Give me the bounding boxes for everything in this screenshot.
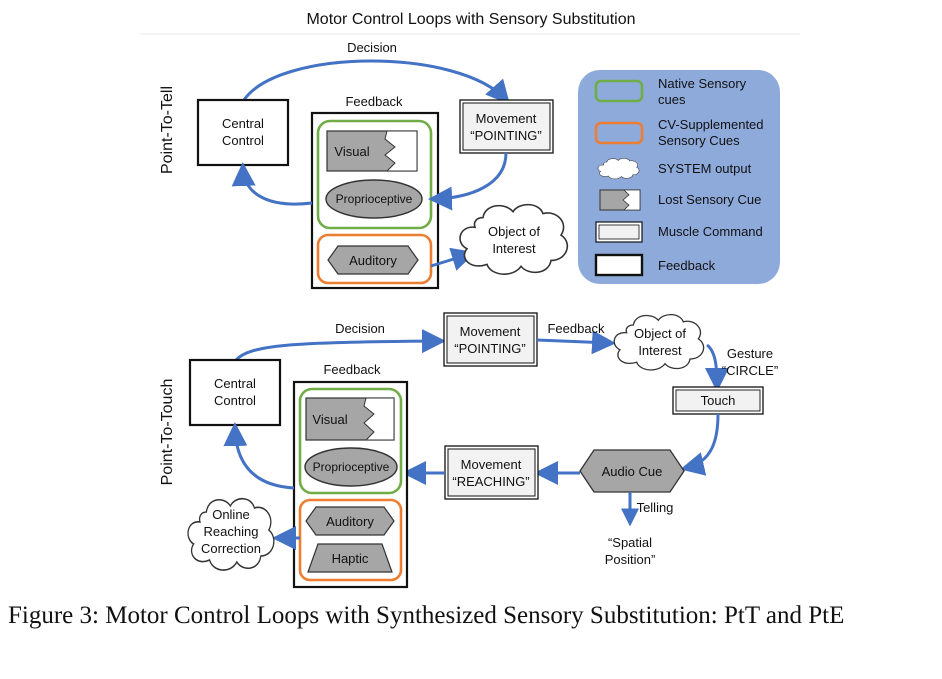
ptouch-touch-box-inner bbox=[675, 389, 761, 412]
ptouch-visual-tear bbox=[363, 397, 395, 441]
legend-lost-tear bbox=[622, 189, 641, 211]
ptt-feedback-label: Feedback bbox=[345, 94, 403, 109]
ptouch-feedback-label: Feedback bbox=[323, 362, 381, 377]
ptt-object-line2: Interest bbox=[492, 241, 536, 256]
ptt-movement-line1: Movement bbox=[476, 111, 537, 126]
section-label-point-to-tell: Point-To-Tell bbox=[159, 86, 176, 174]
ptt-native-cues-group bbox=[316, 119, 433, 230]
ptt-proprioceptive-label: Proprioceptive bbox=[336, 192, 413, 206]
legend-muscle-swatch-inner bbox=[598, 224, 640, 240]
ptouch-decision-arrow bbox=[234, 329, 446, 362]
ptouch-movement-pointing-line2: “POINTING” bbox=[454, 341, 526, 356]
ptouch-cv-cues-group bbox=[298, 498, 403, 582]
legend-native-line1: Native Sensory bbox=[658, 76, 747, 91]
ptt-cv-cues-group bbox=[316, 233, 433, 285]
ptouch-movement-reaching-line2: “REACHING” bbox=[452, 474, 529, 489]
ptouch-movement-reaching-line1: Movement bbox=[461, 457, 522, 472]
ptouch-haptic bbox=[307, 543, 393, 573]
ptt-movement-pointing-inner bbox=[462, 102, 551, 151]
ptt-auditory-label: Auditory bbox=[349, 253, 397, 268]
ptouch-spatial-line1: “Spatial bbox=[608, 535, 652, 550]
ptouch-gesture-line1: Gesture bbox=[727, 346, 773, 361]
ptouch-gesture-line2: “CIRCLE” bbox=[722, 363, 778, 378]
motor-control-diagram: Motor Control Loops with Sensory Substit… bbox=[140, 11, 800, 589]
ptouch-online-line2: Reaching bbox=[204, 524, 259, 539]
ptt-visual-tear bbox=[384, 130, 418, 172]
ptouch-spatial-line2: Position” bbox=[605, 552, 656, 567]
ptt-auditory bbox=[327, 245, 419, 275]
legend-system-label: SYSTEM output bbox=[658, 161, 752, 176]
ptouch-telling-label: Telling bbox=[637, 500, 674, 515]
ptouch-native-cues-group bbox=[298, 387, 403, 495]
legend-cv-line2: Sensory Cues bbox=[658, 133, 740, 148]
ptt-movement-to-feedback-arrow bbox=[428, 152, 508, 211]
ptt-central-control bbox=[196, 98, 290, 167]
ptt-proprioceptive bbox=[325, 179, 423, 219]
ptouch-pointing-to-object-arrow bbox=[536, 330, 616, 355]
ptouch-visual-label: Visual bbox=[312, 412, 347, 427]
ptouch-central-control bbox=[188, 358, 282, 427]
ptouch-movement-pointing-inner bbox=[446, 315, 535, 364]
ptouch-online-line1: Online bbox=[212, 507, 250, 522]
ptouch-movement-pointing-line1: Movement bbox=[460, 324, 521, 339]
ptouch-movement-reaching-inner bbox=[447, 448, 536, 497]
legend-feedback-swatch bbox=[594, 253, 644, 277]
figure-caption: Figure 3: Motor Control Loops with Synth… bbox=[8, 602, 845, 629]
ptouch-central-control-line2: Control bbox=[214, 393, 256, 408]
ptt-decision-label: Decision bbox=[347, 40, 397, 55]
ptouch-feedback-to-control-arrow bbox=[223, 422, 295, 490]
legend-cv-line1: CV-Supplemented bbox=[658, 117, 764, 132]
ptouch-object-line1: Object of bbox=[634, 326, 686, 341]
ptt-central-control-line1: Central bbox=[222, 116, 264, 131]
section-label-point-to-touch: Point-To-Touch bbox=[159, 379, 176, 486]
ptouch-proprioceptive bbox=[304, 447, 398, 487]
ptouch-touch-label: Touch bbox=[701, 393, 736, 408]
legend-muscle-label: Muscle Command bbox=[658, 224, 763, 239]
ptt-visual-label: Visual bbox=[334, 144, 369, 159]
ptouch-audio-cue bbox=[579, 449, 685, 493]
ptt-decision-arrow bbox=[242, 59, 510, 105]
ptt-object-of-interest-cloud bbox=[459, 203, 569, 275]
ptt-central-control-line2: Control bbox=[222, 133, 264, 148]
ptouch-proprioceptive-label: Proprioceptive bbox=[313, 460, 390, 474]
ptouch-auditory bbox=[305, 506, 395, 536]
legend-lost-label: Lost Sensory Cue bbox=[658, 192, 761, 207]
ptt-object-line1: Object of bbox=[488, 224, 540, 239]
ptt-feedback-to-control-arrow bbox=[231, 162, 313, 206]
legend-feedback-label: Feedback bbox=[658, 258, 716, 273]
ptouch-haptic-label: Haptic bbox=[332, 551, 369, 566]
diagram-title: Motor Control Loops with Sensory Substit… bbox=[306, 11, 635, 28]
ptt-movement-line2: “POINTING” bbox=[470, 128, 542, 143]
ptt-auditory-to-object-arrow bbox=[430, 247, 476, 271]
ptouch-touch-to-audio-arrow bbox=[680, 413, 720, 476]
legend-cv-swatch bbox=[594, 121, 644, 145]
ptouch-online-line3: Correction bbox=[201, 541, 261, 556]
legend-native-line2: cues bbox=[658, 92, 686, 107]
ptouch-auditory-label: Auditory bbox=[326, 514, 374, 529]
ptouch-decision-label: Decision bbox=[335, 321, 385, 336]
legend-native-swatch bbox=[594, 79, 644, 103]
ptouch-audio-cue-label: Audio Cue bbox=[602, 464, 663, 479]
ptouch-feedback-top-label: Feedback bbox=[547, 321, 605, 336]
ptouch-object-to-touch-arrow bbox=[704, 343, 729, 392]
ptouch-object-line2: Interest bbox=[638, 343, 682, 358]
ptouch-central-control-line1: Central bbox=[214, 376, 256, 391]
